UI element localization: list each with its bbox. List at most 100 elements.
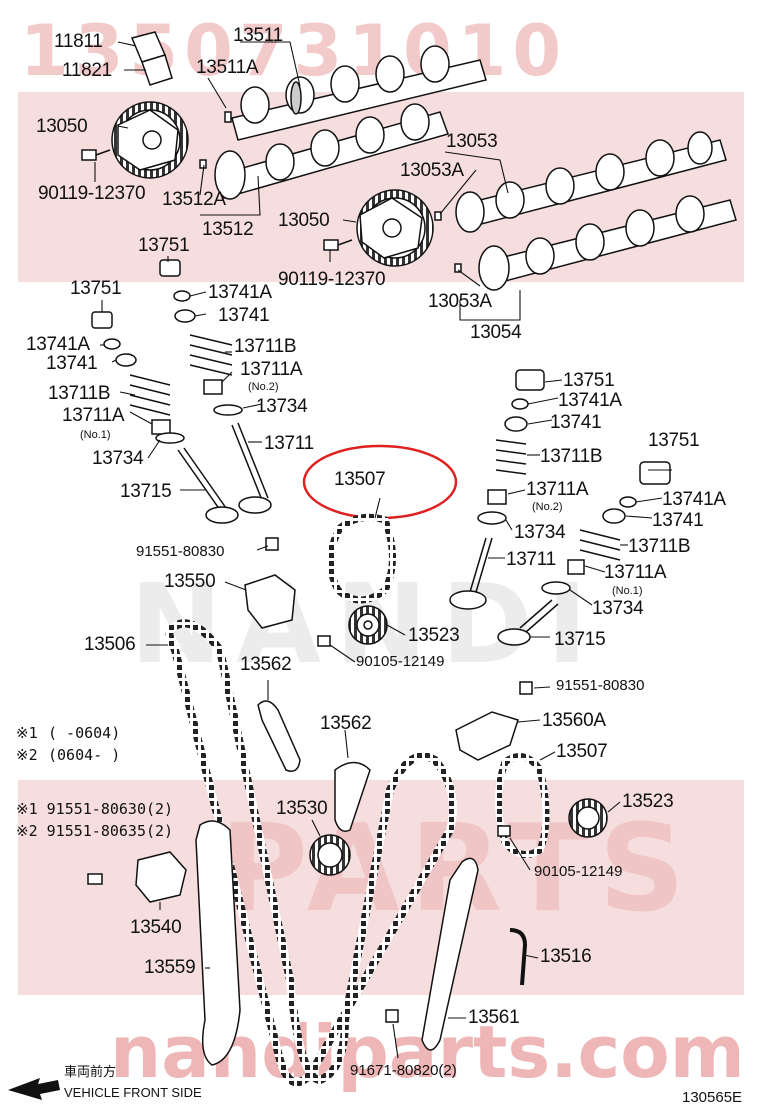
bolt-91551-80830-lower — [519, 681, 533, 695]
note-2-range: (0604- ) — [48, 746, 121, 764]
right-valve-stack — [449, 369, 671, 646]
label-13711b-right: 13711B — [540, 446, 603, 467]
label-13734-far-right: 13734 — [592, 598, 644, 619]
label-13734-right: 13734 — [514, 522, 566, 543]
label-11821: 11821 — [62, 60, 112, 81]
label-13711-right: 13711 — [506, 549, 556, 570]
label-13751-upper-left: 13751 — [138, 235, 190, 256]
bolt-91671 — [385, 1009, 399, 1023]
label-13053a-upper: 13053A — [400, 160, 464, 181]
label-90105-lower: 90105-12149 — [534, 863, 623, 880]
note-3: ※1 91551-80630(2) — [16, 800, 174, 818]
label-13512: 13512 — [202, 219, 254, 240]
main-timing-chain-13506 — [165, 619, 457, 1087]
label-90105-upper: 90105-12149 — [356, 653, 445, 670]
label-13530: 13530 — [276, 798, 328, 819]
bolt-91551-80830-upper — [265, 537, 279, 551]
chain-13507-lower — [495, 753, 550, 858]
label-13711a-left: 13711A — [62, 405, 125, 426]
label-13741a-right: 13741A — [558, 390, 622, 411]
label-13562-lower: 13562 — [320, 713, 372, 734]
label-13506: 13506 — [84, 634, 136, 655]
label-13507-highlighted: 13507 — [334, 469, 386, 490]
sprocket-13523-lower — [568, 798, 608, 838]
note-1-range: ( -0604) — [48, 724, 121, 742]
label-13516: 13516 — [540, 946, 592, 967]
label-13741-left: 13741 — [46, 353, 98, 374]
label-13741a-far-right: 13741A — [662, 489, 726, 510]
camshaft-13511 — [231, 45, 487, 141]
label-13711a-right: 13711A — [526, 479, 589, 500]
label-13741a-upper: 13741A — [208, 282, 272, 303]
label-13711a-far-right: 13711A — [604, 562, 667, 583]
label-13751-right: 13751 — [563, 370, 615, 391]
note-2-prefix: ※2 — [16, 746, 38, 764]
label-91671-80820: 91671-80820(2) — [350, 1062, 457, 1079]
label-no2-left: (No.2) — [248, 381, 279, 393]
label-13054: 13054 — [470, 322, 522, 343]
label-13050-left: 13050 — [36, 116, 88, 137]
front-side-en: VEHICLE FRONT SIDE — [64, 1085, 202, 1100]
front-side-jp: 車両前方 — [64, 1065, 117, 1080]
label-13050-right: 13050 — [278, 210, 330, 231]
label-no1-left: (No.1) — [80, 429, 111, 441]
chain-guide-13562-left — [257, 700, 301, 772]
label-no2-right: (No.2) — [532, 501, 563, 513]
tensioner-13550 — [244, 574, 296, 629]
label-13715-right: 13715 — [554, 629, 606, 650]
chain-guide-13561 — [421, 857, 479, 1051]
label-13741-upper: 13741 — [218, 305, 270, 326]
chain-13507-upper — [326, 513, 396, 604]
label-13511a: 13511A — [196, 57, 259, 78]
label-13523-lower: 13523 — [622, 791, 674, 812]
label-13523-upper: 13523 — [408, 625, 460, 646]
label-13711a-upper: 13711A — [240, 359, 303, 380]
camshaft-13512 — [214, 103, 449, 200]
label-13734-left: 13734 — [92, 448, 144, 469]
label-13560a: 13560A — [542, 710, 606, 731]
label-13512a: 13512A — [162, 189, 226, 210]
label-13741-right: 13741 — [550, 412, 602, 433]
note-4: ※2 91551-80635(2) — [16, 822, 174, 840]
upper-bolts — [81, 111, 462, 273]
vvt-sprocket-13050-right — [356, 189, 434, 267]
bolt-90105-upper — [317, 635, 331, 647]
label-13053: 13053 — [446, 131, 498, 152]
label-13711-left: 13711 — [264, 433, 314, 454]
chain-guide-13562-right — [334, 761, 371, 832]
label-13053a-lower: 13053A — [428, 291, 492, 312]
chain-slipper-13559 — [195, 820, 241, 1066]
label-90119-left: 90119-12370 — [38, 183, 146, 204]
label-13734-upper: 13734 — [256, 396, 308, 417]
label-13741a-left: 13741A — [26, 334, 90, 355]
leader-lines — [94, 41, 672, 1059]
label-no1-right: (No.1) — [612, 585, 643, 597]
label-13540: 13540 — [130, 917, 182, 938]
chain-tensioner-13540 — [135, 851, 187, 903]
bolt-91551-80630 — [87, 873, 103, 885]
tensioner-13560a — [455, 711, 519, 761]
label-11811: 11811 — [54, 31, 103, 52]
idler-sprocket-13530 — [309, 834, 351, 876]
label-13550: 13550 — [164, 571, 216, 592]
label-90119-right: 90119-12370 — [278, 269, 386, 290]
bolt-90105-lower — [497, 825, 511, 837]
label-13711b-far-right: 13711B — [628, 536, 691, 557]
sprocket-13523-upper — [348, 605, 388, 645]
label-13711b-left: 13711B — [48, 383, 111, 404]
note-1-prefix: ※1 — [16, 724, 38, 742]
label-13751-far-right: 13751 — [648, 430, 700, 451]
camshaft-bearing-caps — [130, 31, 173, 86]
label-13562-upper: 13562 — [240, 654, 292, 675]
label-13711b-upper: 13711B — [234, 336, 297, 357]
oil-nozzle-13516 — [509, 928, 528, 986]
vvt-sprocket-13050-left — [111, 101, 189, 179]
figure-code: 130565E — [682, 1089, 743, 1106]
label-13507-lower: 13507 — [556, 741, 608, 762]
label-91551-80830-upper: 91551-80830 — [136, 543, 225, 560]
camshaft-13053 — [455, 131, 727, 233]
label-13559: 13559 — [144, 957, 196, 978]
label-13715-left: 13715 — [120, 481, 172, 502]
camshaft-13054 — [478, 195, 737, 291]
